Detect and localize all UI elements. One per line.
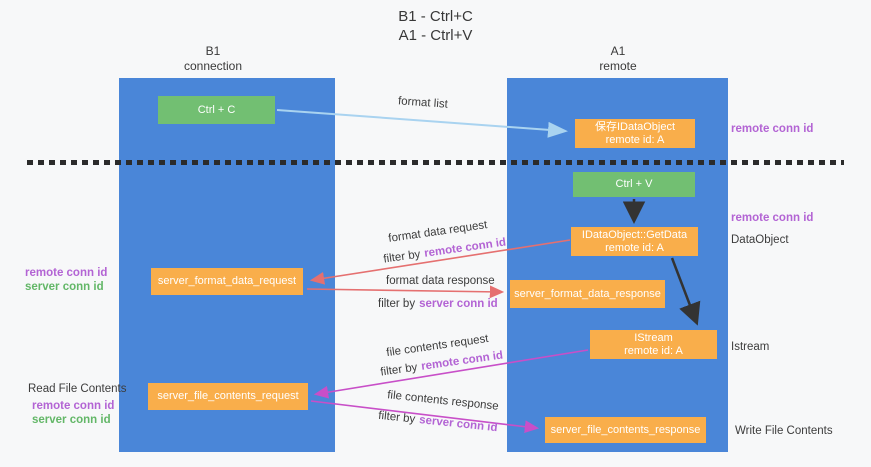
label-server-conn-id: server conn id: [418, 414, 499, 435]
annotation-server-conn-id-left2: server conn id: [32, 414, 111, 426]
annotation-istream: Istream: [731, 341, 770, 353]
label-format-data-response: format data response: [386, 275, 495, 287]
annotation-remote-conn-id-left1: remote conn id: [25, 267, 108, 279]
node-server-file-contents-response-label: server_file_contents_response: [550, 423, 701, 436]
label-remote-conn-id: remote conn id: [423, 236, 507, 260]
node-server-format-data-request-label: server_format_data_request: [157, 275, 297, 287]
annotation-read-file-contents: Read File Contents: [28, 383, 127, 395]
column-header-a1: A1 remote: [548, 44, 688, 74]
node-istream-line2: remote id: A: [624, 344, 683, 357]
annotation-remote-conn-id-mid: remote conn id: [731, 212, 814, 224]
annotation-remote-conn-id-left2: remote conn id: [32, 400, 115, 412]
node-server-format-data-response: server_format_data_response: [510, 280, 665, 308]
title-line-1: B1 - Ctrl+C: [398, 8, 473, 25]
label-file-contents-response: file contents response: [386, 389, 500, 413]
column-b1-name: B1: [205, 44, 221, 58]
node-ctrl-c-label: Ctrl + C: [197, 103, 236, 116]
node-ctrl-v: Ctrl + V: [573, 172, 695, 197]
node-save-idataobject-line1: 保存IDataObject: [594, 120, 676, 133]
label-server-conn-id: server conn id: [419, 298, 498, 310]
node-istream: IStream remote id: A: [590, 330, 717, 359]
label-filter-by-text: filter by: [379, 361, 419, 379]
column-a1-role: remote: [599, 59, 637, 73]
annotation-remote-conn-id-top: remote conn id: [731, 123, 814, 135]
node-server-file-contents-request: server_file_contents_request: [148, 383, 308, 410]
node-istream-line1: IStream: [634, 331, 673, 344]
node-ctrl-c: Ctrl + C: [158, 96, 275, 124]
node-ctrl-v-label: Ctrl + V: [615, 178, 653, 190]
node-server-format-data-request: server_format_data_request: [151, 268, 303, 295]
label-filter-by-text: filter by: [382, 248, 422, 266]
annotation-dataobject: DataObject: [731, 234, 789, 246]
annotation-server-conn-id-left1: server conn id: [25, 281, 104, 293]
node-idataobject-getdata: IDataObject::GetData remote id: A: [571, 227, 698, 256]
label-remote-conn-id: remote conn id: [420, 349, 504, 373]
column-b1-role: connection: [183, 59, 243, 73]
node-save-idataobject: 保存IDataObject remote id: A: [575, 119, 695, 148]
annotation-write-file-contents: Write File Contents: [735, 425, 833, 437]
node-server-format-data-response-label: server_format_data_response: [514, 287, 661, 300]
label-format-list: format list: [397, 95, 449, 111]
label-filter-by-text: filter by: [378, 298, 416, 310]
title-line-2: A1 - Ctrl+V: [398, 27, 473, 44]
label-filter-by-text: filter by: [377, 409, 416, 426]
node-getdata-line2: remote id: A: [605, 241, 664, 254]
diagram-title: B1 - Ctrl+C A1 - Ctrl+V: [0, 7, 871, 45]
node-server-file-contents-request-label: server_file_contents_request: [157, 390, 299, 402]
node-getdata-line1: IDataObject::GetData: [581, 228, 688, 241]
node-server-file-contents-response: server_file_contents_response: [545, 417, 706, 443]
node-save-idataobject-line2: remote id: A: [605, 133, 665, 146]
phase-divider-dashed-line: [27, 160, 844, 165]
column-a1-name: A1: [610, 44, 626, 58]
arrow-format-data-response: [306, 285, 505, 299]
column-header-b1: B1 connection: [143, 44, 283, 74]
